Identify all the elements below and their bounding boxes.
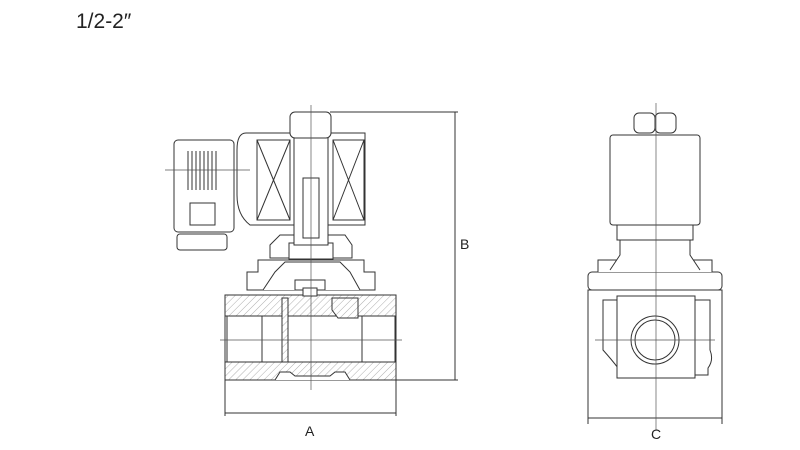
inlet-port [226, 315, 263, 363]
dimension-c-label: C [651, 426, 662, 442]
side-flange [587, 271, 723, 291]
dimension-b-label: B [460, 236, 470, 252]
hex-nut [633, 112, 656, 134]
dimension-a-label: A [305, 423, 315, 439]
front-section-view [165, 105, 402, 390]
side-coil [609, 134, 701, 226]
size-range-title: 1/2-2″ [76, 10, 132, 33]
side-view [587, 103, 723, 430]
tube-nut [289, 111, 332, 139]
cable-gland [176, 233, 228, 251]
outlet-port [361, 315, 396, 363]
